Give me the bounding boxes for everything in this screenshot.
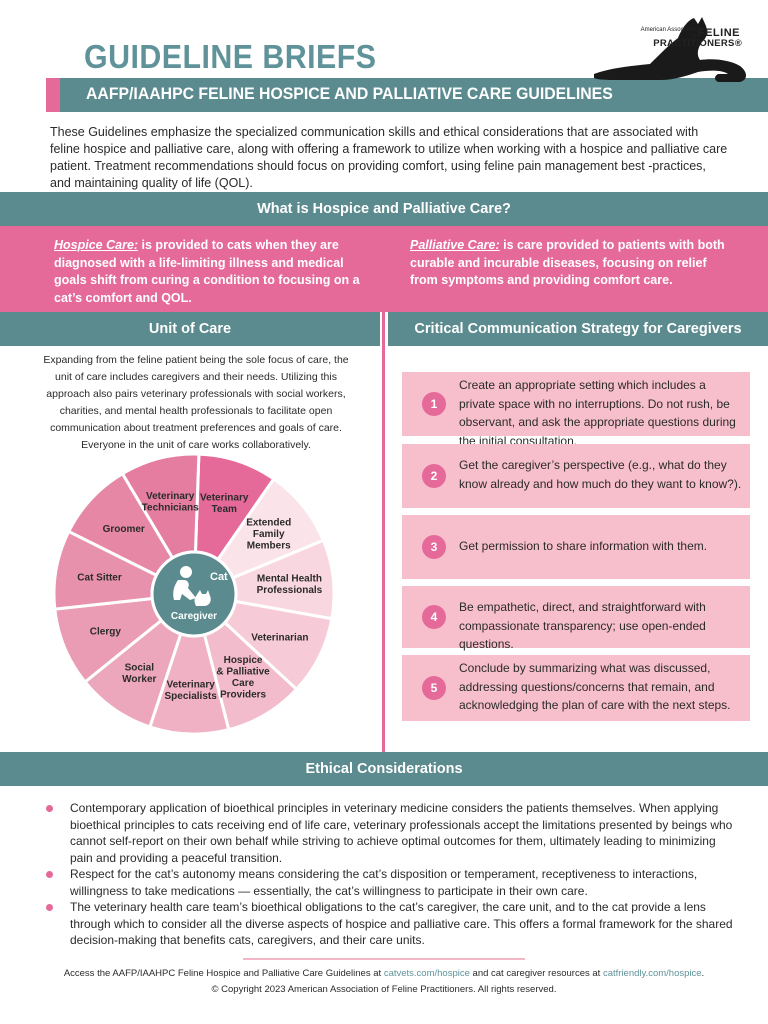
brand-practitioners-text: PRACTITIONERS® <box>653 38 742 49</box>
section-heading-ethics: Ethical Considerations <box>0 752 768 786</box>
caregiver-cat-icon <box>173 566 211 606</box>
step-number-badge: 3 <box>422 535 446 559</box>
palliative-care-text: is care provided to patients with both c… <box>410 238 725 287</box>
ethics-item-text: Contemporary application of bioethical p… <box>70 801 733 865</box>
section-heading-unit-of-care: Unit of Care <box>0 312 380 346</box>
ethics-list-item: The veterinary health care team’s bioeth… <box>46 899 736 949</box>
step-text: Create an appropriate setting which incl… <box>459 378 736 448</box>
catvets-link[interactable]: catvets.com/hospice <box>383 968 470 979</box>
step-number-badge: 2 <box>422 464 446 488</box>
palliative-care-term: Palliative Care: <box>410 238 500 252</box>
brand-association-text: American Association of <box>640 27 698 40</box>
step-number-badge: 4 <box>422 605 446 629</box>
ethics-list: Contemporary application of bioethical p… <box>46 800 736 949</box>
communication-step: 5 Conclude by summarizing what was discu… <box>402 655 750 721</box>
wheel-segment-label: Veterinarian <box>251 632 308 643</box>
section-heading-communication: Critical Communication Strategy for Care… <box>388 312 768 346</box>
ethics-list-item: Respect for the cat’s autonomy means con… <box>46 866 736 899</box>
ethics-item-text: Respect for the cat’s autonomy means con… <box>70 867 698 898</box>
definitions-band <box>0 226 768 312</box>
communication-step: 2 Get the caregiver’s perspective (e.g.,… <box>402 444 750 508</box>
step-text: Conclude by summarizing what was discuss… <box>459 661 731 712</box>
intro-paragraph: These Guidelines emphasize the specializ… <box>50 125 728 190</box>
wheel-segment-label: Groomer <box>103 524 145 535</box>
communication-step: 1 Create an appropriate setting which in… <box>402 372 750 448</box>
hospice-care-text: is provided to cats when they are diagno… <box>54 238 360 305</box>
ethics-list-item: Contemporary application of bioethical p… <box>46 800 736 866</box>
wheel-segment-label: Cat Sitter <box>77 573 122 584</box>
communication-step: 3 Get permission to share information wi… <box>402 515 750 579</box>
communication-step: 4 Be empathetic, direct, and straightfor… <box>402 586 750 651</box>
footer-resources-line: Access the AAFP/IAAHPC Feline Hospice an… <box>0 968 768 979</box>
aafp-cat-logo-icon <box>594 17 746 82</box>
subtitle-banner <box>46 78 768 112</box>
palliative-care-definition: Palliative Care: is care provided to pat… <box>410 237 730 290</box>
step-text: Be empathetic, direct, and straightforwa… <box>459 600 706 651</box>
bullet-icon <box>46 871 53 878</box>
ethics-item-text: The veterinary health care team’s bioeth… <box>70 900 733 947</box>
footer-text: Access the AAFP/IAAHPC Feline Hospice an… <box>63 968 384 979</box>
bullet-icon <box>46 904 53 911</box>
hospice-care-definition: Hospice Care: is provided to cats when t… <box>54 237 364 307</box>
step-text: Get permission to share information with… <box>459 539 708 553</box>
step-number-badge: 5 <box>422 676 446 700</box>
page-subtitle: AAFP/IAAHPC FELINE HOSPICE AND PALLIATIV… <box>86 84 613 103</box>
footer-divider <box>243 958 525 960</box>
catfriendly-link[interactable]: catfriendly.com/hospice <box>602 968 702 979</box>
hospice-care-term: Hospice Care: <box>54 238 139 252</box>
unit-of-care-paragraph: Expanding from the feline patient being … <box>43 354 349 451</box>
step-number-badge: 1 <box>422 392 446 416</box>
step-text: Get the caregiver’s perspective (e.g., w… <box>459 458 742 491</box>
page-title: GUIDELINE BRIEFS <box>84 38 377 75</box>
section-heading-what-is: What is Hospice and Palliative Care? <box>0 192 768 226</box>
column-divider <box>382 312 385 752</box>
wheel-segment-label: Clergy <box>90 626 122 637</box>
footer-text: . <box>701 968 705 979</box>
footer-copyright: © Copyright 2023 American Association of… <box>211 984 557 995</box>
wheel-center-caregiver-label: Caregiver <box>171 611 217 622</box>
bullet-icon <box>46 805 53 812</box>
brand-feline-text: FELINE <box>697 27 740 39</box>
wheel-center-cat-label: Cat <box>210 571 228 583</box>
wheel-center <box>150 550 238 638</box>
footer-text: and cat caregiver resources at <box>469 968 603 979</box>
